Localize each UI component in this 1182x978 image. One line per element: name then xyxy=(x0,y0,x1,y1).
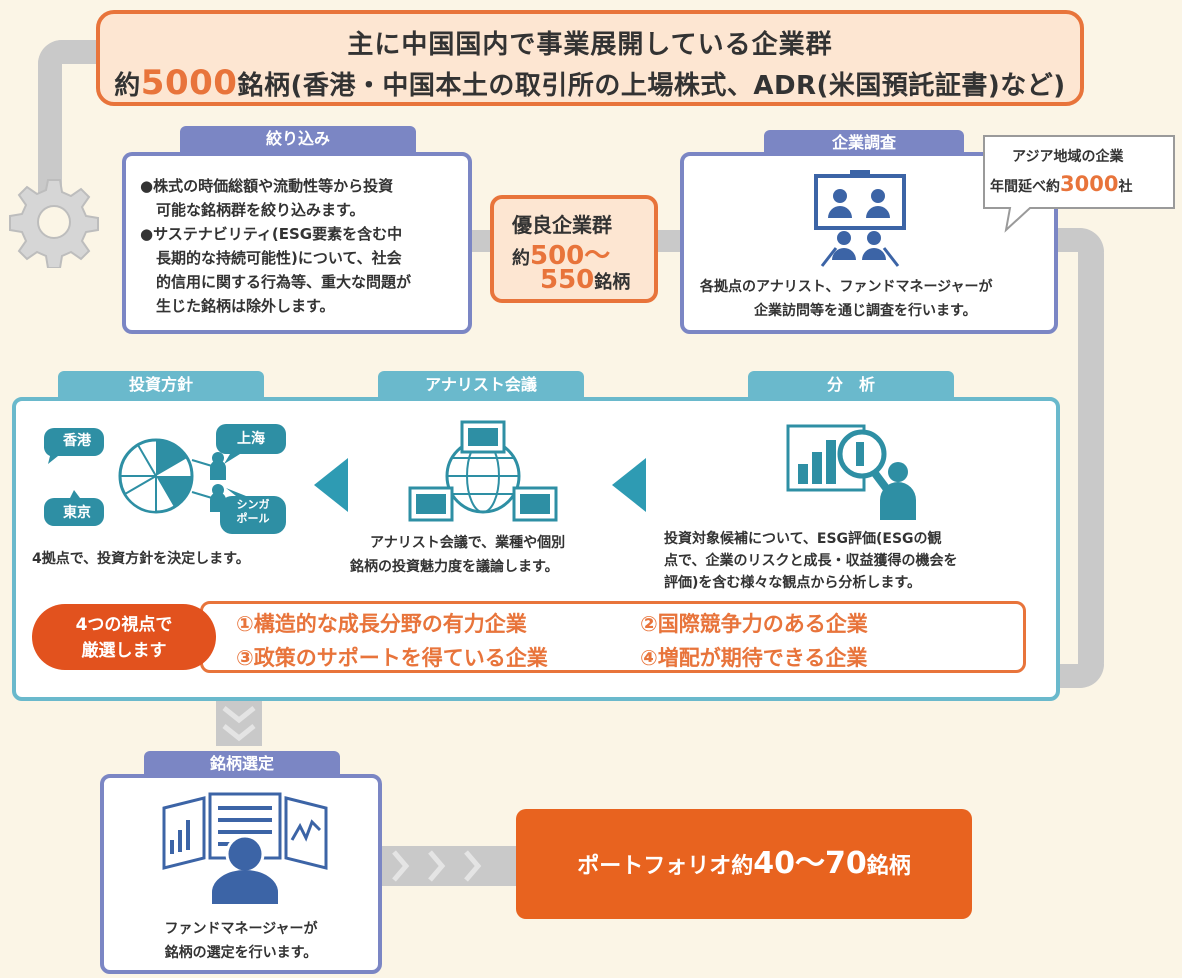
research-desc-line2: 企業訪問等を通じ調査を行います。 xyxy=(754,303,977,319)
screening-bullet-2-line1: ●サステナビリティ(ESG要素を含む中 xyxy=(140,225,403,243)
gear-icon xyxy=(9,179,99,268)
callout-line1: アジア地域の企業 xyxy=(1012,149,1124,165)
screening-box: ●株式の時価総額や流動性等から投資 可能な銘柄群を絞り込みます。 ●サステナビリ… xyxy=(122,152,472,334)
policy-desc: 4拠点で、投資方針を決定します。 xyxy=(32,551,250,567)
portfolio-count: 40〜70 xyxy=(753,846,867,881)
quality-range-line1: 約500〜 xyxy=(512,235,610,272)
callout-count: 3000 xyxy=(1060,172,1119,196)
track-mid-left xyxy=(470,230,492,252)
city-hongkong: 香港 xyxy=(63,433,91,449)
selection-desc-line2: 銘柄の選定を行います。 xyxy=(164,945,318,961)
meeting-desc-line1: アナリスト会議で、業種や個別 xyxy=(370,535,566,551)
meeting-people-icon xyxy=(814,170,906,267)
quality-range-end: 550 xyxy=(540,265,595,295)
quality-range-start: 500〜 xyxy=(530,241,611,271)
portfolio-prefix: ポートフォリオ約 xyxy=(577,854,754,879)
portfolio-unit: 銘柄 xyxy=(866,854,911,879)
selection-desc-line1: ファンドマネージャーが xyxy=(164,921,318,937)
track-mid-right xyxy=(658,230,684,252)
screening-bullet-2-line3: 的信用に関する行為等、重大な問題が xyxy=(156,273,412,291)
criterion-1: ①構造的な成長分野の有力企業 xyxy=(236,612,527,636)
screening-tab: 絞り込み xyxy=(180,126,416,152)
analysis-desc-line1: 投資対象候補について、ESG評価(ESGの観 xyxy=(664,531,942,547)
selection-box: ファンドマネージャーが 銘柄の選定を行います。 xyxy=(100,774,382,974)
criteria-pill: 4つの視点で 厳選します xyxy=(32,604,216,670)
analysis-desc-line2: 点で、企業のリスクと成長・収益獲得の機会を xyxy=(664,553,958,569)
city-singapore: シンガポール xyxy=(226,498,280,526)
arrow-left-icon xyxy=(314,458,348,512)
screening-bullet-2-line4: 生じた銘柄は除外します。 xyxy=(156,297,335,315)
quality-title: 優良企業群 xyxy=(512,213,612,237)
screening-text: ●株式の時価総額や流動性等から投資 可能な銘柄群を絞り込みます。 ●サステナビリ… xyxy=(140,174,411,318)
criteria-pill-line1: 4つの視点で xyxy=(75,615,173,635)
criteria-box xyxy=(200,601,1026,673)
track-right-vertical xyxy=(1078,228,1104,688)
screening-bullet-2-line2: 長期的な持続可能性)について、社会 xyxy=(156,249,402,267)
quality-unit: 銘柄 xyxy=(594,272,631,293)
meeting-tab: アナリスト会議 xyxy=(378,371,584,399)
criterion-4: ④増配が期待できる企業 xyxy=(640,646,868,670)
universe-subtitle: 約5000銘柄(香港・中国本土の取引所の上場株式、ADR(米国預託証書)など) xyxy=(100,63,1080,103)
policy-tab: 投資方針 xyxy=(58,371,264,399)
research-desc-line1: 各拠点のアナリスト、ファンドマネージャーが xyxy=(700,279,993,295)
universe-box: 主に中国国内で事業展開している企業群 約5000銘柄(香港・中国本土の取引所の上… xyxy=(96,10,1084,106)
analyst-meeting-icon xyxy=(408,420,558,522)
city-singapore-line1: シンガ xyxy=(236,498,270,511)
analysis-icon xyxy=(786,424,916,520)
analysis-tab: 分 析 xyxy=(748,371,954,399)
screening-bullet-1-line2: 可能な銘柄群を絞り込みます。 xyxy=(156,201,365,219)
fund-manager-icon xyxy=(162,792,328,904)
callout-unit: 社 xyxy=(1118,179,1133,195)
quality-box: 優良企業群 約500〜 550銘柄 xyxy=(490,195,658,303)
selection-tab: 銘柄選定 xyxy=(144,751,340,777)
universe-prefix: 約 xyxy=(114,71,141,101)
screening-bullet-1-line1: ●株式の時価総額や流動性等から投資 xyxy=(140,177,394,195)
portfolio-box: ポートフォリオ約40〜70銘柄 xyxy=(516,809,972,919)
meeting-desc-line2: 銘柄の投資魅力度を議論します。 xyxy=(350,559,559,575)
city-singapore-line2: ポール xyxy=(236,512,270,525)
city-tokyo: 東京 xyxy=(63,505,91,521)
track-chevrons-down xyxy=(222,706,256,742)
analysis-desc-line3: 評価)を含む様々な観点から分析します。 xyxy=(664,575,921,591)
investment-policy-icon xyxy=(43,424,286,534)
track-chevrons xyxy=(392,850,482,882)
universe-suffix: 銘柄(香港・中国本土の取引所の上場株式、ADR(米国預託証書)など) xyxy=(237,71,1066,101)
quality-range-line2: 550銘柄 xyxy=(540,265,630,295)
criteria-pill-line2: 厳選します xyxy=(81,641,167,661)
callout-line2: 年間延べ約3000社 xyxy=(990,172,1132,196)
track-right-bottom xyxy=(1058,664,1104,688)
callout-bubble xyxy=(983,135,1175,233)
research-tab: 企業調査 xyxy=(764,130,964,156)
city-shanghai: 上海 xyxy=(237,431,265,447)
quality-prefix: 約 xyxy=(512,248,530,269)
criterion-2: ②国際競争力のある企業 xyxy=(640,612,868,636)
universe-count: 5000 xyxy=(140,63,238,103)
arrow-left-icon xyxy=(612,458,646,512)
universe-title: 主に中国国内で事業展開している企業群 xyxy=(347,30,833,60)
callout-prefix: 年間延べ約 xyxy=(990,179,1060,195)
criterion-3: ③政策のサポートを得ている企業 xyxy=(236,646,548,670)
